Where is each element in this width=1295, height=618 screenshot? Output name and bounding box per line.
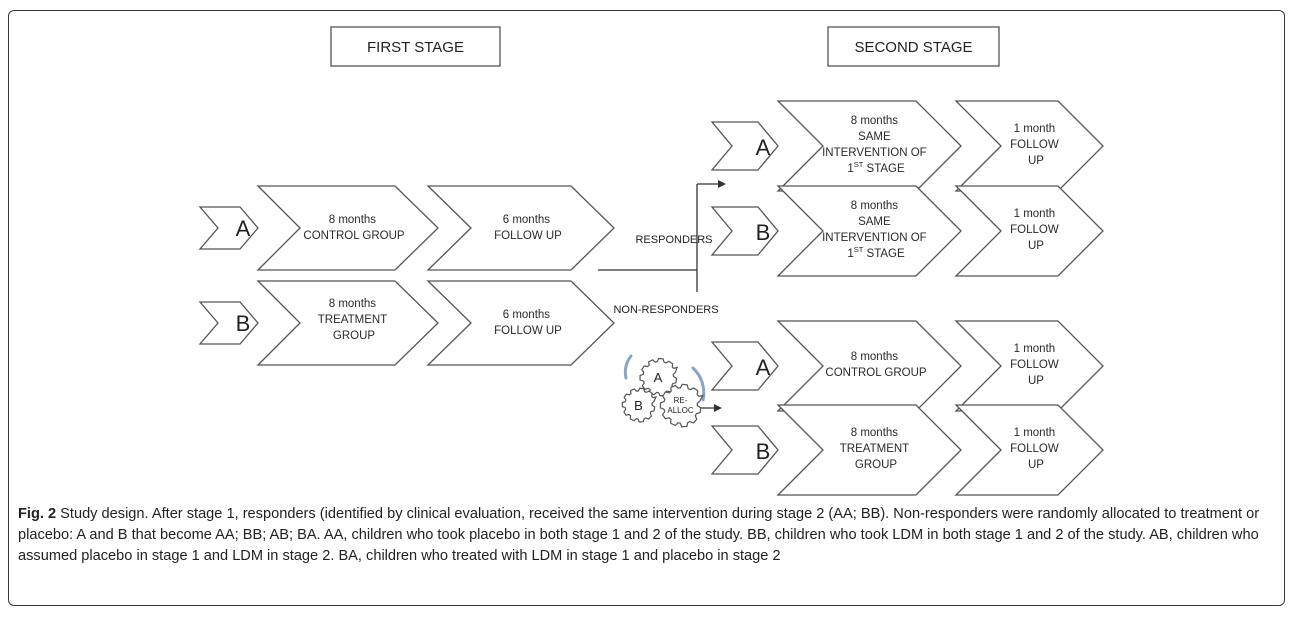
figure-label: Fig. 2 xyxy=(18,506,57,522)
followup-arrow xyxy=(954,404,1104,496)
followup-label: 1 month FOLLOW UP xyxy=(1010,208,1062,252)
gear-label: ALLOC xyxy=(667,406,693,415)
treatment-arrow xyxy=(256,185,439,271)
arrow-head xyxy=(718,180,726,188)
group-letter: B xyxy=(756,439,771,464)
group-letter: A xyxy=(756,355,771,380)
treatment-arrow xyxy=(776,404,962,496)
treatment-label: 8 months SAME INTERVENTION OF 1ST STAGE xyxy=(822,115,930,175)
rotation-arc xyxy=(623,354,633,380)
caption-text: Study design. After stage 1, responders … xyxy=(18,506,1260,564)
second-stage-box xyxy=(827,26,1000,67)
treatment-arrow xyxy=(256,280,439,366)
group-a-chevron xyxy=(710,121,779,171)
gear-b-icon: B xyxy=(621,387,658,423)
figure-frame xyxy=(8,10,1285,606)
second-stage-row-1: A 8 months SAME INTERVENTION OF 1ST STAG… xyxy=(710,100,1104,192)
arrow-head xyxy=(714,404,722,412)
treatment-arrow xyxy=(776,185,962,277)
group-a-chevron xyxy=(198,206,259,250)
followup-label: 6 months FOLLOW UP xyxy=(494,214,562,242)
second-stage-row-3: A 8 months CONTROL GROUP 1 month FOLLOW … xyxy=(710,320,1104,412)
second-stage-row-4: B 8 months TREATMENT GROUP 1 month FOLLO… xyxy=(710,404,1104,496)
group-a-chevron xyxy=(710,341,779,391)
second-stage-label: SECOND STAGE xyxy=(854,39,972,56)
followup-arrow xyxy=(426,185,615,271)
gear-realloc-icon: RE- ALLOC xyxy=(659,383,704,428)
gear-label: RE- xyxy=(674,396,688,405)
second-stage-row-2: B 8 months SAME INTERVENTION OF 1ST STAG… xyxy=(710,185,1104,277)
treatment-label: 8 months TREATMENT GROUP xyxy=(318,298,390,342)
gear-label: B xyxy=(634,398,643,413)
gear-label: A xyxy=(654,370,663,385)
rotation-arc xyxy=(691,366,706,402)
figure-caption: Fig. 2 Study design. After stage 1, resp… xyxy=(18,504,1280,567)
first-stage-row-a: A 8 months CONTROL GROUP 6 months FOLLOW… xyxy=(198,185,615,271)
group-letter: B xyxy=(756,220,771,245)
group-b-chevron xyxy=(710,206,779,256)
group-letter: A xyxy=(756,135,771,160)
followup-label: 6 months FOLLOW UP xyxy=(494,309,562,337)
group-letter: A xyxy=(236,216,251,241)
treatment-arrow xyxy=(776,320,962,412)
treatment-label: 8 months TREATMENT GROUP xyxy=(840,427,912,471)
group-b-chevron xyxy=(198,301,259,345)
randomization-gears: A B RE- ALLOC xyxy=(621,354,706,428)
treatment-label: 8 months SAME INTERVENTION OF 1ST STAGE xyxy=(822,200,930,260)
study-design-diagram: FIRST STAGE SECOND STAGE A 8 months CONT… xyxy=(198,26,1104,496)
responders-label: RESPONDERS xyxy=(635,234,712,246)
group-b-chevron xyxy=(710,425,779,475)
gear-shape xyxy=(659,383,704,428)
followup-label: 1 month FOLLOW UP xyxy=(1010,343,1062,387)
followup-label: 1 month FOLLOW UP xyxy=(1010,427,1062,471)
followup-label: 1 month FOLLOW UP xyxy=(1010,123,1062,167)
first-stage-label: FIRST STAGE xyxy=(367,39,464,56)
first-stage-row-b: B 8 months TREATMENT GROUP 6 months FOLL… xyxy=(198,280,615,366)
gear-shape xyxy=(621,387,658,423)
first-stage-box xyxy=(330,26,501,67)
followup-arrow xyxy=(954,185,1104,277)
treatment-label: 8 months CONTROL GROUP xyxy=(825,351,926,379)
group-letter: B xyxy=(236,311,251,336)
non-responders-label: NON-RESPONDERS xyxy=(613,304,718,316)
followup-arrow xyxy=(426,280,615,366)
treatment-label: 8 months CONTROL GROUP xyxy=(303,214,404,242)
